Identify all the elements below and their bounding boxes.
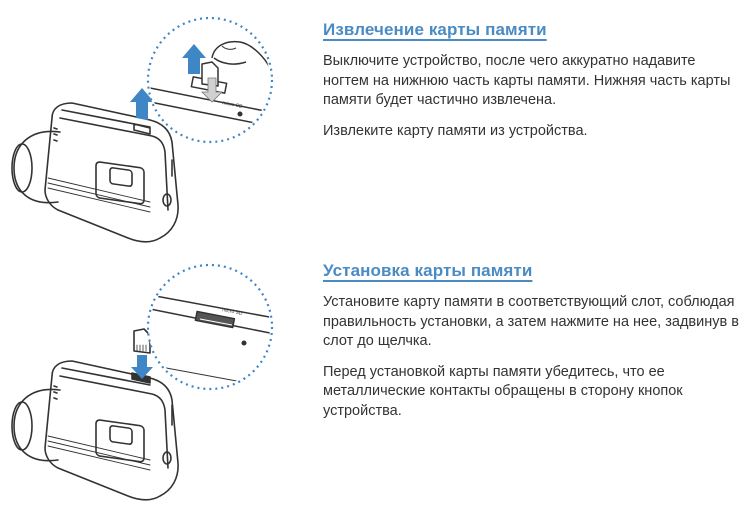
memory-card-removal-illustration: micro SD [11,16,274,243]
section-heading: Установка карты памяти [323,261,533,280]
section-paragraph: Извлеките карту памяти из устройства. [323,122,588,139]
svg-text:micro SD: micro SD [222,100,244,110]
section-paragraph: Установите карту памяти в соответствующи… [323,294,739,349]
svg-text:micro SD: micro SD [222,307,244,317]
remove-card-section: Извлечение карты памяти Выключите устрой… [323,20,743,152]
section-paragraph: Перед установкой карты памяти убедитесь,… [323,363,683,419]
section-heading: Извлечение карты памяти [323,20,547,39]
insert-card-section: Установка карты памяти Установите карту … [323,261,743,432]
section-paragraph: Выключите устройство, после чего аккурат… [323,53,731,108]
memory-card-insertion-illustration: micro SD [11,263,274,501]
